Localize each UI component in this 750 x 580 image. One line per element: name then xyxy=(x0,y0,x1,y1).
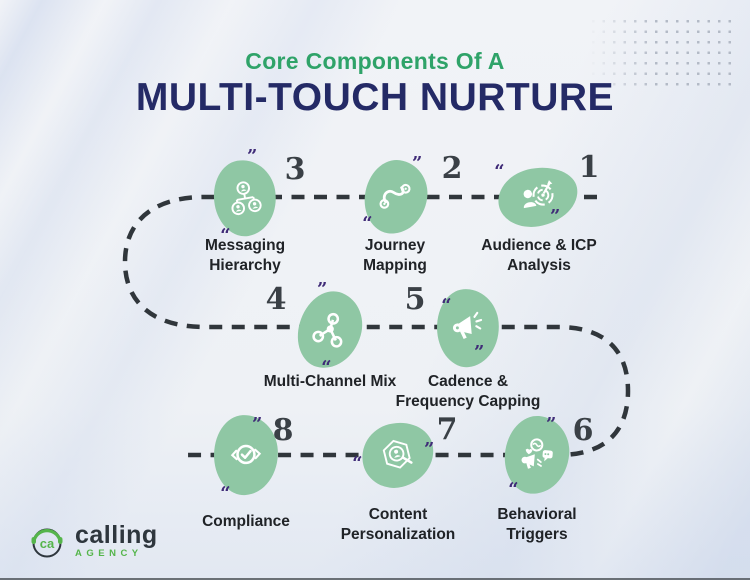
step-1-oval xyxy=(493,161,583,233)
quote-mark-icon: ” xyxy=(474,342,485,363)
check-badge-icon xyxy=(230,444,262,465)
logo-subtitle: AGENCY xyxy=(75,548,143,559)
title-eyebrow: Core Components Of A xyxy=(245,48,505,74)
step-3-oval xyxy=(207,155,283,241)
quote-mark-icon: ” xyxy=(247,146,258,167)
step-5-number: 5 xyxy=(404,282,426,317)
logo-name: calling xyxy=(75,521,158,549)
quote-mark-icon: ” xyxy=(352,443,363,464)
step-8-label: Compliance xyxy=(202,513,290,530)
quote-mark-icon: ” xyxy=(220,473,231,494)
step-2-number: 2 xyxy=(441,151,463,186)
quote-mark-icon: ” xyxy=(317,279,328,300)
step-7-number: 7 xyxy=(436,412,458,447)
step-5-label: Cadence & Frequency Capping xyxy=(395,373,541,410)
step-3-number: 3 xyxy=(284,152,306,187)
step-6-label: Behavioral Triggers xyxy=(497,506,577,543)
step-7-label: Content Personalization xyxy=(340,506,456,543)
step-4-oval xyxy=(289,283,371,377)
step-6-oval xyxy=(501,413,573,497)
quote-mark-icon: ” xyxy=(508,469,519,490)
step-2-oval xyxy=(360,156,432,238)
network-nodes-icon xyxy=(312,312,343,348)
step-3-label: Messaging Hierarchy xyxy=(204,237,286,274)
logo-monogram: ca xyxy=(40,536,55,551)
org-hierarchy-icon xyxy=(231,181,262,216)
person-target-icon xyxy=(523,180,554,209)
step-8-number: 8 xyxy=(272,413,294,448)
quote-mark-icon: ” xyxy=(546,414,557,435)
quote-mark-icon: ” xyxy=(220,215,231,236)
page-title: MULTI-TOUCH NURTURE xyxy=(135,76,615,119)
step-7-oval xyxy=(355,415,441,495)
quote-mark-icon: ” xyxy=(494,151,505,172)
headset-monogram-icon: ca xyxy=(31,528,63,558)
step-1-label: Audience & ICP Analysis xyxy=(481,237,597,274)
brand-logo: ca calling AGENCY xyxy=(26,519,158,563)
quote-mark-icon: ” xyxy=(321,347,332,368)
step-5-oval xyxy=(433,286,503,370)
route-pins-icon xyxy=(379,183,411,209)
profile-magnifier-hexagon-icon xyxy=(382,439,413,469)
quote-mark-icon: ” xyxy=(412,153,423,174)
quote-mark-icon: ” xyxy=(424,439,435,460)
logo-text: calling AGENCY xyxy=(75,521,158,560)
step-2-label: Journey Mapping xyxy=(363,237,427,274)
step-6-number: 6 xyxy=(572,413,594,448)
dot-grid-decoration xyxy=(588,16,738,90)
step-4-number: 4 xyxy=(265,282,287,317)
megaphone-icon xyxy=(452,311,483,339)
step-8-oval xyxy=(211,413,281,497)
step-1-number: 1 xyxy=(578,150,600,185)
step-4-label: Multi-Channel Mix xyxy=(263,373,397,390)
quote-mark-icon: ” xyxy=(441,285,452,306)
brain-megaphone-chat-icon xyxy=(521,438,553,469)
quote-mark-icon: ” xyxy=(362,203,373,224)
quote-mark-icon: ” xyxy=(550,206,561,227)
quote-mark-icon: ” xyxy=(252,414,263,435)
